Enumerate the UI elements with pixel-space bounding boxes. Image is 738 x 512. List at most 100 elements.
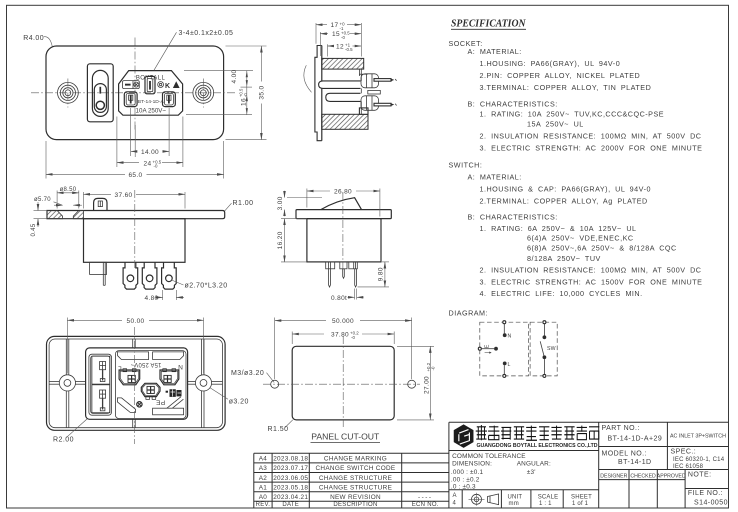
- svg-text:E: E: [485, 344, 491, 348]
- svg-text:DIAGRAM:: DIAGRAM:: [449, 309, 489, 318]
- svg-text:16.20: 16.20: [277, 231, 284, 249]
- svg-text:1. RATING: 6A 250V~ & 10A: 1. RATING: 6A 250V~ & 10A 125V~ UL: [480, 224, 637, 233]
- svg-text:A: MATERIAL:: A: MATERIAL:: [468, 47, 522, 56]
- svg-text:R4.00: R4.00: [23, 35, 44, 42]
- svg-text:2023.07.17: 2023.07.17: [273, 465, 308, 472]
- svg-text:A0: A0: [259, 494, 268, 501]
- svg-text:ø8.50: ø8.50: [60, 187, 77, 193]
- svg-text:37.60: 37.60: [114, 192, 132, 199]
- svg-text:±3': ±3': [527, 469, 536, 476]
- svg-text:K: K: [165, 83, 170, 90]
- svg-text:2. INSULATION RESISTANCE: 1: 2. INSULATION RESISTANCE: 100MΩ MIN, AT …: [480, 131, 702, 140]
- svg-text:IEC 60320-1, C14: IEC 60320-1, C14: [673, 457, 725, 463]
- svg-text:-0: -0: [243, 93, 248, 97]
- svg-text:SHEET: SHEET: [571, 494, 592, 500]
- svg-text:UNIT: UNIT: [508, 494, 523, 500]
- svg-text:3.TERMINAL: COPPER ALLOY, T: 3.TERMINAL: COPPER ALLOY, TIN PLATED: [480, 83, 652, 92]
- svg-text:-0: -0: [431, 366, 436, 370]
- svg-text:2023.04.21: 2023.04.21: [273, 494, 308, 501]
- svg-text:+0.2: +0.2: [426, 362, 431, 371]
- svg-text:24: 24: [144, 160, 152, 167]
- svg-text:A: MATERIAL:: A: MATERIAL:: [468, 173, 522, 182]
- svg-text:BT-14-1D-A: BT-14-1D-A: [138, 99, 165, 105]
- svg-text:37.80: 37.80: [331, 332, 349, 339]
- svg-text:-0: -0: [351, 335, 355, 340]
- svg-text:----: ----: [418, 494, 433, 501]
- svg-text:1 of 1: 1 of 1: [572, 501, 589, 507]
- svg-text:10A 250V~: 10A 250V~: [136, 107, 167, 114]
- svg-text:N: N: [508, 334, 512, 340]
- svg-text:CHANGE MARKING: CHANGE MARKING: [324, 456, 387, 463]
- svg-text:DATE: DATE: [282, 502, 299, 508]
- svg-text:+0.5: +0.5: [153, 159, 162, 164]
- svg-text:DIMENSION:: DIMENSION:: [452, 460, 492, 467]
- svg-text:CHANGE STRUCTURE: CHANGE STRUCTURE: [319, 475, 392, 482]
- svg-text:NEW REVISION: NEW REVISION: [330, 494, 381, 501]
- svg-text:1.HOUSING: PA66(GRAY), UL 9: 1.HOUSING: PA66(GRAY), UL 94V-0: [480, 59, 621, 68]
- svg-text:65.0: 65.0: [128, 172, 142, 179]
- svg-text:.00 : ±0.2: .00 : ±0.2: [451, 476, 480, 483]
- svg-text:PANEL CUT-OUT: PANEL CUT-OUT: [311, 432, 379, 442]
- svg-text:DESCRIPTION: DESCRIPTION: [333, 502, 377, 508]
- svg-text:FILE NO.:: FILE NO.:: [688, 490, 723, 497]
- svg-text:4: 4: [453, 501, 457, 507]
- svg-text:4.00: 4.00: [231, 69, 238, 83]
- svg-text:ECN NO.: ECN NO.: [412, 502, 439, 508]
- svg-text:15A 250V~: 15A 250V~: [130, 361, 161, 367]
- svg-text:+0.2: +0.2: [350, 331, 359, 336]
- svg-text:B: CHARACTERISTICS:: B: CHARACTERISTICS:: [468, 213, 558, 222]
- svg-text:mm: mm: [509, 501, 519, 507]
- svg-text:SW: SW: [547, 346, 556, 352]
- svg-text:A2: A2: [259, 475, 268, 482]
- svg-text:CHANGE SWITCH CODE: CHANGE SWITCH CODE: [316, 465, 396, 472]
- svg-text:PART NO.:: PART NO.:: [602, 425, 640, 432]
- svg-text:9.80: 9.80: [377, 267, 384, 281]
- svg-text:COMMON TOLERANCE: COMMON TOLERANCE: [452, 453, 526, 460]
- svg-text:PE: PE: [155, 398, 165, 405]
- svg-text:4.80: 4.80: [144, 295, 158, 302]
- svg-text:+0.5: +0.5: [341, 30, 350, 35]
- svg-text:+0.5: +0.5: [239, 88, 244, 97]
- svg-text:3.00: 3.00: [277, 196, 284, 210]
- svg-text:0.45: 0.45: [31, 223, 37, 236]
- svg-text:15A 250V~ UL: 15A 250V~ UL: [527, 119, 584, 128]
- svg-text:-0: -0: [154, 164, 158, 169]
- svg-text:2023.05.18: 2023.05.18: [273, 484, 308, 491]
- svg-text:SCALE: SCALE: [538, 494, 559, 500]
- svg-text:CHANGE STRUCTURE: CHANGE STRUCTURE: [319, 484, 392, 491]
- svg-text:S14-0050: S14-0050: [694, 499, 728, 506]
- svg-text:0.80t: 0.80t: [331, 295, 347, 302]
- svg-text:+0: +0: [340, 21, 346, 26]
- svg-text:A1: A1: [259, 484, 268, 491]
- svg-text:17: 17: [331, 22, 339, 29]
- svg-text:-1: -1: [340, 26, 344, 31]
- svg-text:-0.5: -0.5: [345, 47, 353, 52]
- svg-text:35.0: 35.0: [259, 86, 266, 100]
- svg-text:A: A: [453, 493, 457, 499]
- svg-text:SOCKET:: SOCKET:: [449, 39, 483, 48]
- svg-text:A4: A4: [259, 456, 268, 463]
- svg-text:6(4)A 250V~ VDE,ENEC,KC: 6(4)A 250V~ VDE,ENEC,KC: [527, 233, 634, 242]
- svg-text:-0: -0: [341, 35, 345, 40]
- svg-text:SWITCH:: SWITCH:: [449, 160, 483, 169]
- svg-text:NOTE:: NOTE:: [688, 471, 712, 478]
- svg-text:SPEC.:: SPEC.:: [671, 448, 697, 455]
- svg-text:15: 15: [332, 31, 340, 38]
- svg-text:BT-14-1D-A+29: BT-14-1D-A+29: [608, 435, 663, 442]
- svg-text:A3: A3: [259, 465, 268, 472]
- svg-text:APPROVED: APPROVED: [657, 473, 686, 479]
- svg-text:27.00: 27.00: [423, 376, 430, 394]
- svg-text:3. ELECTRIC STRENGTH: AC 2: 3. ELECTRIC STRENGTH: AC 2000V FOR ONE M…: [480, 143, 703, 152]
- svg-text:50.000: 50.000: [332, 318, 354, 325]
- svg-text:.000 : ±0.1: .000 : ±0.1: [451, 469, 484, 476]
- svg-text:14.00: 14.00: [141, 149, 159, 156]
- svg-text:2. INSULATION RESISTANCE: 1: 2. INSULATION RESISTANCE: 100MΩ MIN, AT …: [480, 265, 702, 274]
- svg-text:R1.50: R1.50: [268, 426, 289, 433]
- svg-text:8/128A 250V~ TUV: 8/128A 250V~ TUV: [527, 254, 601, 263]
- svg-text:50.00: 50.00: [126, 318, 144, 325]
- svg-text:3-4±0.1x2±0.05: 3-4±0.1x2±0.05: [179, 30, 234, 37]
- svg-text:.0 : ±0.3: .0 : ±0.3: [451, 483, 476, 490]
- svg-text:ø5.70: ø5.70: [34, 197, 51, 203]
- svg-text:1.HOUSING & CAP: PA66(GRAY),: 1.HOUSING & CAP: PA66(GRAY), UL 94V-0: [480, 184, 651, 193]
- svg-text:12: 12: [336, 44, 344, 51]
